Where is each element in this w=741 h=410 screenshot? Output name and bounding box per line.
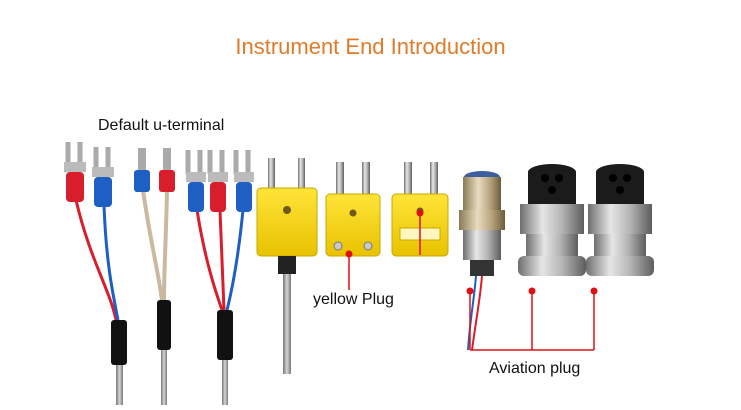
aviation-plug-3 <box>586 164 654 276</box>
aviation-plug-markers <box>466 287 598 351</box>
u-terminal-probe-2 <box>134 148 175 405</box>
u-terminal-group <box>64 142 254 405</box>
aviation-plug-1 <box>459 171 505 351</box>
yellow-plug-markers <box>345 209 424 290</box>
page-title: Instrument End Introduction <box>235 34 506 59</box>
u-terminal-label: Default u-terminal <box>98 117 225 134</box>
u-terminal-probe-1 <box>64 142 127 405</box>
yellow-plug-1 <box>256 158 318 374</box>
aviation-plug-group <box>459 164 654 351</box>
yellow-plug-2 <box>325 162 381 257</box>
u-terminal-probe-3 <box>185 150 254 405</box>
aviation-plug-label: Aviation plug <box>489 360 581 377</box>
yellow-plug-label: yellow Plug <box>313 291 394 308</box>
yellow-plug-group <box>256 158 449 374</box>
aviation-plug-2 <box>518 164 586 276</box>
